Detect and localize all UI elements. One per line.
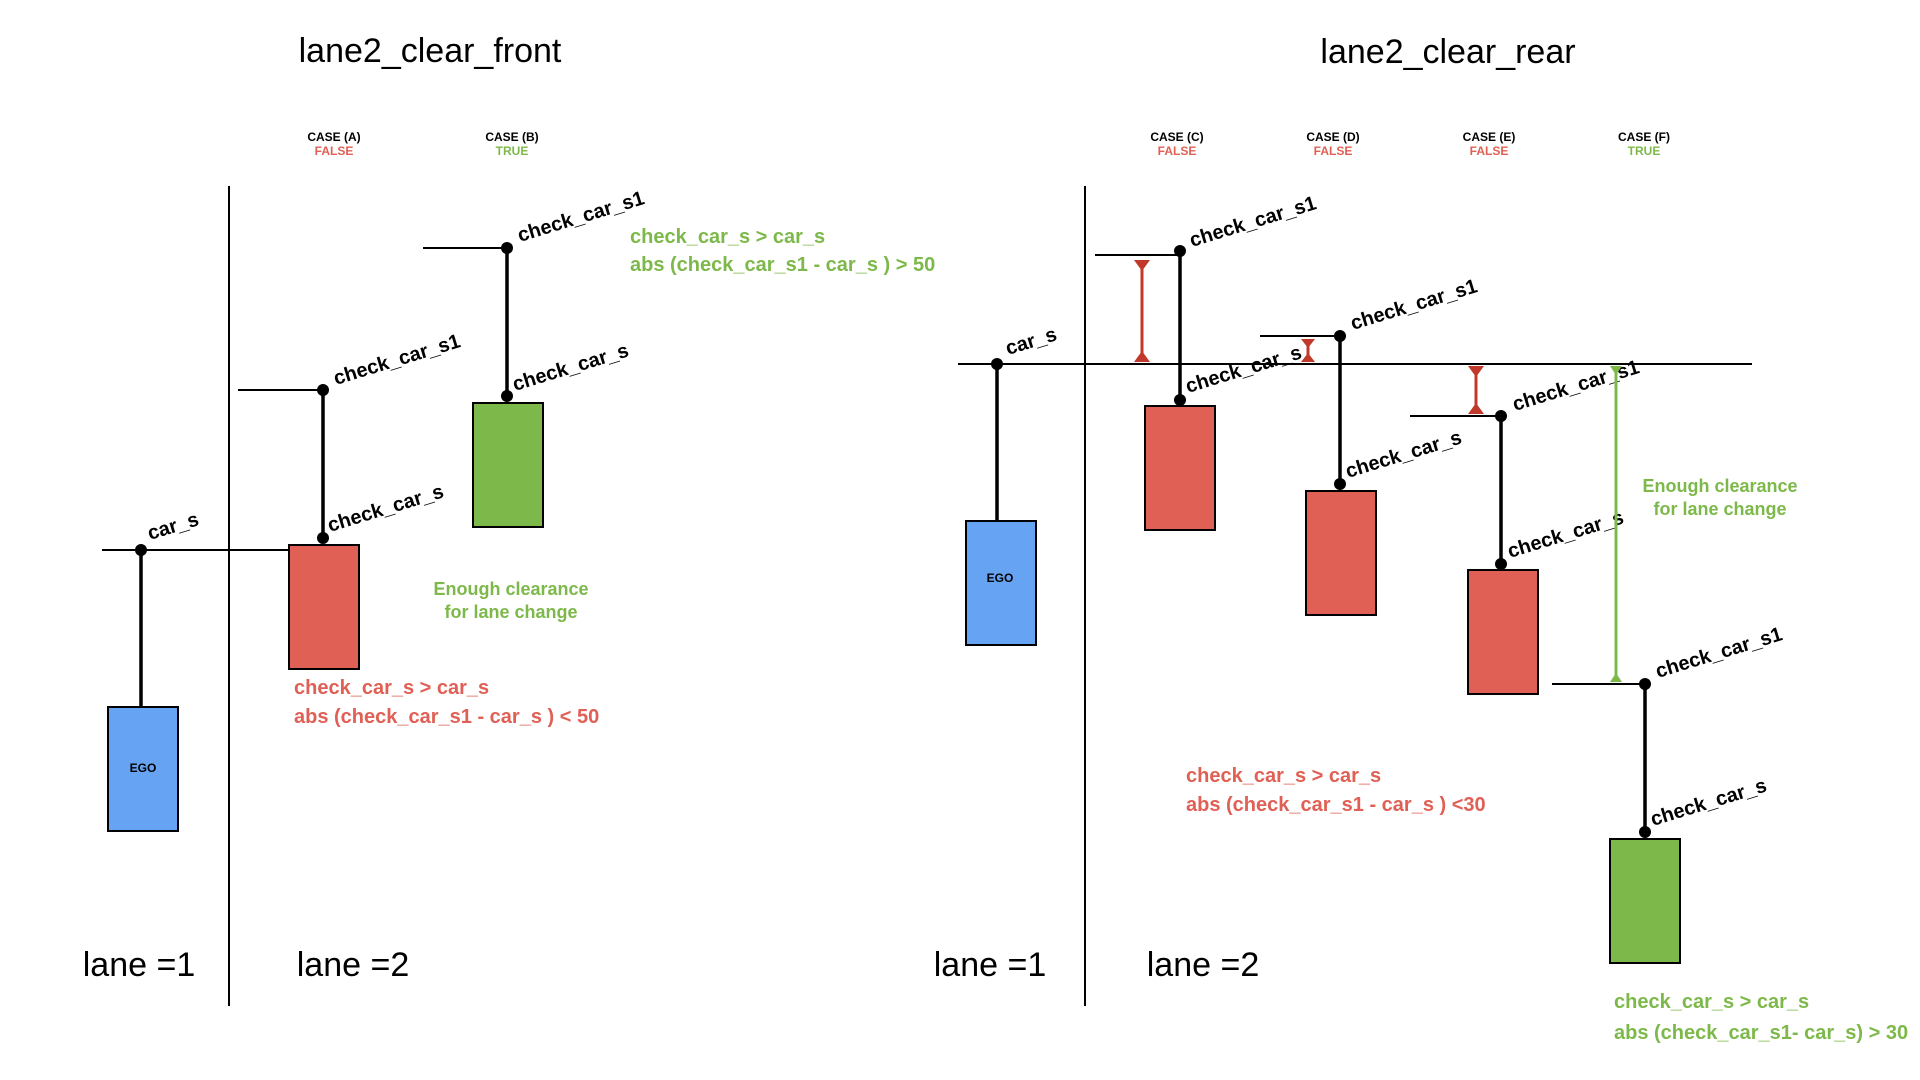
case-e-result: FALSE xyxy=(1470,144,1509,158)
right-clearance-2: for lane change xyxy=(1653,499,1786,519)
left-red-cond-2: abs (check_car_s1 - car_s ) < 50 xyxy=(294,706,599,728)
right-green-cond-2: abs (check_car_s1- car_s) > 30 xyxy=(1614,1022,1908,1044)
case-a-s-label: check_car_s xyxy=(325,481,446,537)
left-car-s-dot xyxy=(135,544,147,556)
case-a-result: FALSE xyxy=(315,144,354,158)
case-b-car xyxy=(472,402,544,528)
right-car-s-label: car_s xyxy=(1003,323,1059,359)
case-b-s1-dot xyxy=(501,242,513,254)
case-f-gap-bottom-arrow xyxy=(1610,673,1622,682)
right-red-cond-2: abs (check_car_s1 - car_s ) <30 xyxy=(1186,794,1486,816)
case-b-s-dot xyxy=(501,390,513,402)
case-a-s1-label: check_car_s1 xyxy=(331,330,463,389)
case-b-s1-label: check_car_s1 xyxy=(515,187,647,246)
case-a-car xyxy=(288,544,360,670)
case-b-name: CASE (B) xyxy=(485,130,538,144)
right-lane1-label: lane =1 xyxy=(934,946,1047,984)
case-a-s1-dot xyxy=(317,384,329,396)
case-b-result: TRUE xyxy=(496,144,529,158)
case-c-result: FALSE xyxy=(1158,144,1197,158)
case-c-name: CASE (C) xyxy=(1150,130,1203,144)
case-a-name: CASE (A) xyxy=(307,130,360,144)
case-d-s1-dot xyxy=(1334,330,1346,342)
case-d-gap-bottom-arrow xyxy=(1301,353,1315,362)
left-ego-label: EGO xyxy=(130,761,157,775)
case-f-result: TRUE xyxy=(1628,144,1661,158)
case-e-car xyxy=(1467,569,1539,695)
case-f-s1-dot xyxy=(1639,678,1651,690)
right-ego-car xyxy=(965,520,1037,646)
case-d-name: CASE (D) xyxy=(1306,130,1359,144)
case-d-car xyxy=(1305,490,1377,616)
case-e-gap-top-arrow xyxy=(1468,366,1484,377)
case-b-s-label: check_car_s xyxy=(510,340,631,396)
left-title: lane2_clear_front xyxy=(299,32,562,70)
case-d-gap-top-arrow xyxy=(1301,339,1315,348)
case-e-s-label: check_car_s xyxy=(1505,507,1626,563)
case-d-s-dot xyxy=(1334,478,1346,490)
left-green-cond-2: abs (check_car_s1 - car_s ) > 50 xyxy=(630,254,935,276)
case-c-gap-top-arrow xyxy=(1134,260,1150,271)
left-lane2-label: lane =2 xyxy=(297,946,410,984)
case-c-s1-dot xyxy=(1174,245,1186,257)
left-red-cond-1: check_car_s > car_s xyxy=(294,677,489,699)
case-f-s-dot xyxy=(1639,826,1651,838)
right-panel: lane2_clear_rear CASE (C) FALSE CASE (D)… xyxy=(934,33,1908,1044)
case-f-gap-top-arrow xyxy=(1610,366,1622,375)
left-green-cond-1: check_car_s > car_s xyxy=(630,226,825,248)
right-ego-label: EGO xyxy=(987,571,1014,585)
case-d-s-label: check_car_s xyxy=(1343,427,1464,483)
case-f-name: CASE (F) xyxy=(1618,130,1670,144)
case-e-s1-dot xyxy=(1495,410,1507,422)
case-d-result: FALSE xyxy=(1314,144,1353,158)
case-f-s1-label: check_car_s1 xyxy=(1653,623,1785,682)
case-e-gap-bottom-arrow xyxy=(1468,403,1484,414)
case-a-s-dot xyxy=(317,532,329,544)
left-clearance-2: for lane change xyxy=(444,602,577,622)
case-e-name: CASE (E) xyxy=(1463,130,1516,144)
right-green-cond-1: check_car_s > car_s xyxy=(1614,991,1809,1013)
right-title: lane2_clear_rear xyxy=(1320,33,1575,71)
case-c-s1-label: check_car_s1 xyxy=(1187,192,1319,251)
left-lane1-label: lane =1 xyxy=(83,946,196,984)
case-f-car xyxy=(1609,838,1681,964)
case-e-s-dot xyxy=(1495,558,1507,570)
left-clearance-1: Enough clearance xyxy=(433,579,588,599)
case-d-s1-label: check_car_s1 xyxy=(1348,275,1480,334)
case-f-s-label: check_car_s xyxy=(1648,775,1769,831)
case-c-s-dot xyxy=(1174,394,1186,406)
left-ego-car xyxy=(107,706,179,832)
case-e-s1-label: check_car_s1 xyxy=(1510,356,1642,415)
case-c-car xyxy=(1144,405,1216,531)
right-red-cond-1: check_car_s > car_s xyxy=(1186,765,1381,787)
left-panel: lane2_clear_front CASE (A) FALSE CASE (B… xyxy=(83,32,935,1006)
case-c-s-label: check_car_s xyxy=(1183,342,1304,398)
right-clearance-1: Enough clearance xyxy=(1642,476,1797,496)
case-c-gap-bottom-arrow xyxy=(1134,351,1150,362)
left-car-s-label: car_s xyxy=(145,508,201,544)
right-lane2-label: lane =2 xyxy=(1147,946,1260,984)
right-car-s-dot xyxy=(991,358,1003,370)
